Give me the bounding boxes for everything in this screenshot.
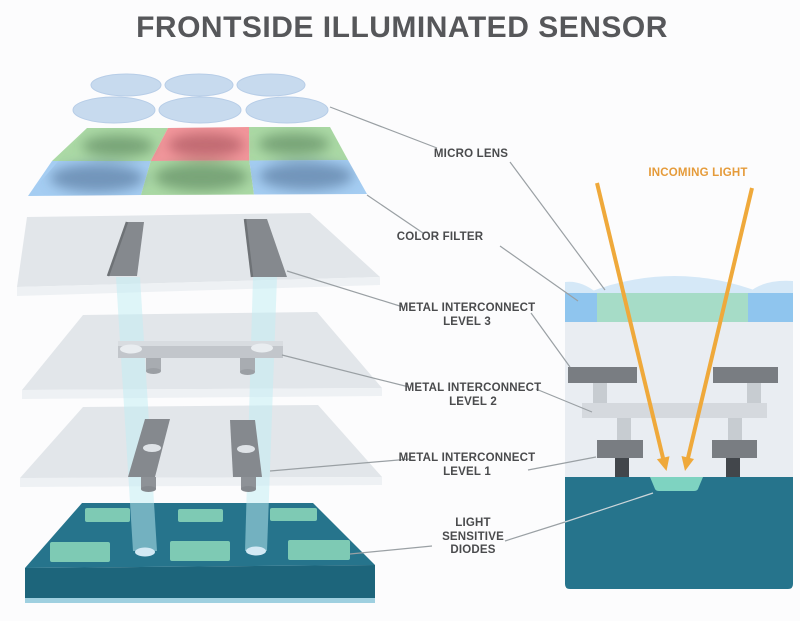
micro-lens-ellipse bbox=[236, 73, 306, 97]
leader-color-filter-right bbox=[499, 245, 579, 302]
slab-top-face bbox=[17, 213, 380, 287]
substrate-layer bbox=[25, 503, 375, 603]
cross-substrate bbox=[565, 477, 793, 589]
leader-diodes-right bbox=[504, 521, 566, 542]
diode-pads bbox=[50, 508, 350, 562]
cross-filter-blue bbox=[748, 293, 793, 322]
cross-diode bbox=[650, 477, 703, 491]
leader-diodes-left bbox=[349, 545, 433, 555]
leader-level2-right bbox=[535, 388, 593, 413]
via-hole bbox=[251, 343, 273, 353]
label-light-sensitive-diodes: LIGHT SENSITIVE DIODES bbox=[442, 517, 504, 556]
via-hole bbox=[143, 444, 161, 452]
substrate-front-face bbox=[25, 565, 375, 603]
cross-contact-post bbox=[726, 458, 740, 478]
cross-filter-blue bbox=[565, 293, 597, 322]
slab-front-face bbox=[20, 477, 382, 487]
via-hole bbox=[237, 445, 255, 453]
metal-strip bbox=[245, 219, 287, 277]
substrate-bottom-highlight bbox=[25, 598, 375, 603]
light-ray-arrowhead bbox=[681, 456, 694, 471]
label-micro-lens: MICRO LENS bbox=[433, 148, 509, 160]
leader-level2-left bbox=[281, 354, 410, 388]
cross-micro-lens-dome bbox=[748, 280, 793, 293]
via-post bbox=[146, 358, 161, 371]
light-ray-arrowhead bbox=[656, 456, 670, 471]
interconnect-level-3-strips bbox=[106, 218, 287, 278]
cross-via bbox=[593, 383, 607, 403]
label-incoming-light: INCOMING LIGHT bbox=[648, 167, 748, 179]
cross-micro-lens-dome bbox=[587, 276, 762, 293]
micro-lens-ellipse bbox=[245, 96, 329, 124]
metal-strip bbox=[108, 222, 144, 276]
cross-via bbox=[747, 383, 761, 403]
slab-top-face bbox=[20, 405, 382, 478]
leader-micro-lens-right bbox=[509, 161, 606, 291]
light-ray-left bbox=[595, 182, 665, 459]
interconnect-level-3-slab bbox=[17, 213, 380, 296]
cross-contact-post bbox=[615, 458, 629, 478]
incoming-light-rays bbox=[595, 182, 754, 471]
label-color-filter: COLOR FILTER bbox=[396, 231, 484, 243]
leader-level1-right bbox=[527, 456, 597, 471]
micro-lens-ellipse bbox=[90, 73, 162, 97]
slab-front-face bbox=[17, 277, 380, 296]
color-filter-layer bbox=[28, 127, 367, 196]
light-ray-right bbox=[686, 187, 754, 459]
slab-front-face bbox=[22, 388, 382, 399]
via-post bbox=[241, 477, 256, 489]
label-metal-interconnect-3: METAL INTERCONNECT LEVEL 3 bbox=[398, 302, 536, 328]
cross-section bbox=[565, 276, 793, 589]
micro-lens-ellipse bbox=[164, 73, 234, 97]
micro-lens-ellipse bbox=[72, 96, 156, 124]
cross-metal-level3-bar bbox=[568, 367, 637, 383]
label-metal-interconnect-1: METAL INTERCONNECT LEVEL 1 bbox=[398, 452, 536, 478]
interconnect-level-1-slab bbox=[20, 405, 382, 487]
leader-diodes-right-over-substrate bbox=[564, 492, 654, 523]
cross-via bbox=[617, 418, 631, 440]
cross-metal-level1-bar bbox=[712, 440, 757, 458]
micro-lens-ellipse bbox=[158, 96, 242, 124]
via-post bbox=[141, 477, 156, 489]
beam-landing-spot bbox=[246, 546, 266, 556]
leader-level3-right bbox=[530, 312, 571, 368]
cross-micro-lens-dome bbox=[565, 281, 597, 293]
beam-landing-spot bbox=[135, 547, 155, 557]
via-post bbox=[240, 358, 255, 372]
micro-lens-layer bbox=[72, 73, 329, 124]
page-title: FRONTSIDE ILLUMINATED SENSOR bbox=[136, 11, 668, 44]
leader-level3-left bbox=[286, 270, 404, 308]
leader-micro-lens-left bbox=[329, 106, 438, 149]
label-metal-interconnect-2: METAL INTERCONNECT LEVEL 2 bbox=[404, 382, 542, 408]
leader-level1-left bbox=[269, 458, 411, 472]
interconnect-level-1-strips bbox=[128, 419, 262, 492]
cross-via bbox=[728, 418, 742, 440]
leader-color-filter-left bbox=[366, 194, 424, 234]
interconnect-level-2-bridge bbox=[118, 341, 283, 375]
cross-metal-level2-bar bbox=[582, 403, 767, 418]
cross-metal-level1-bar bbox=[597, 440, 643, 458]
leader-lines bbox=[269, 106, 654, 555]
cross-metal-level3-bar bbox=[713, 367, 778, 383]
filter-lens-shadows bbox=[50, 133, 353, 192]
via-hole bbox=[120, 344, 142, 354]
